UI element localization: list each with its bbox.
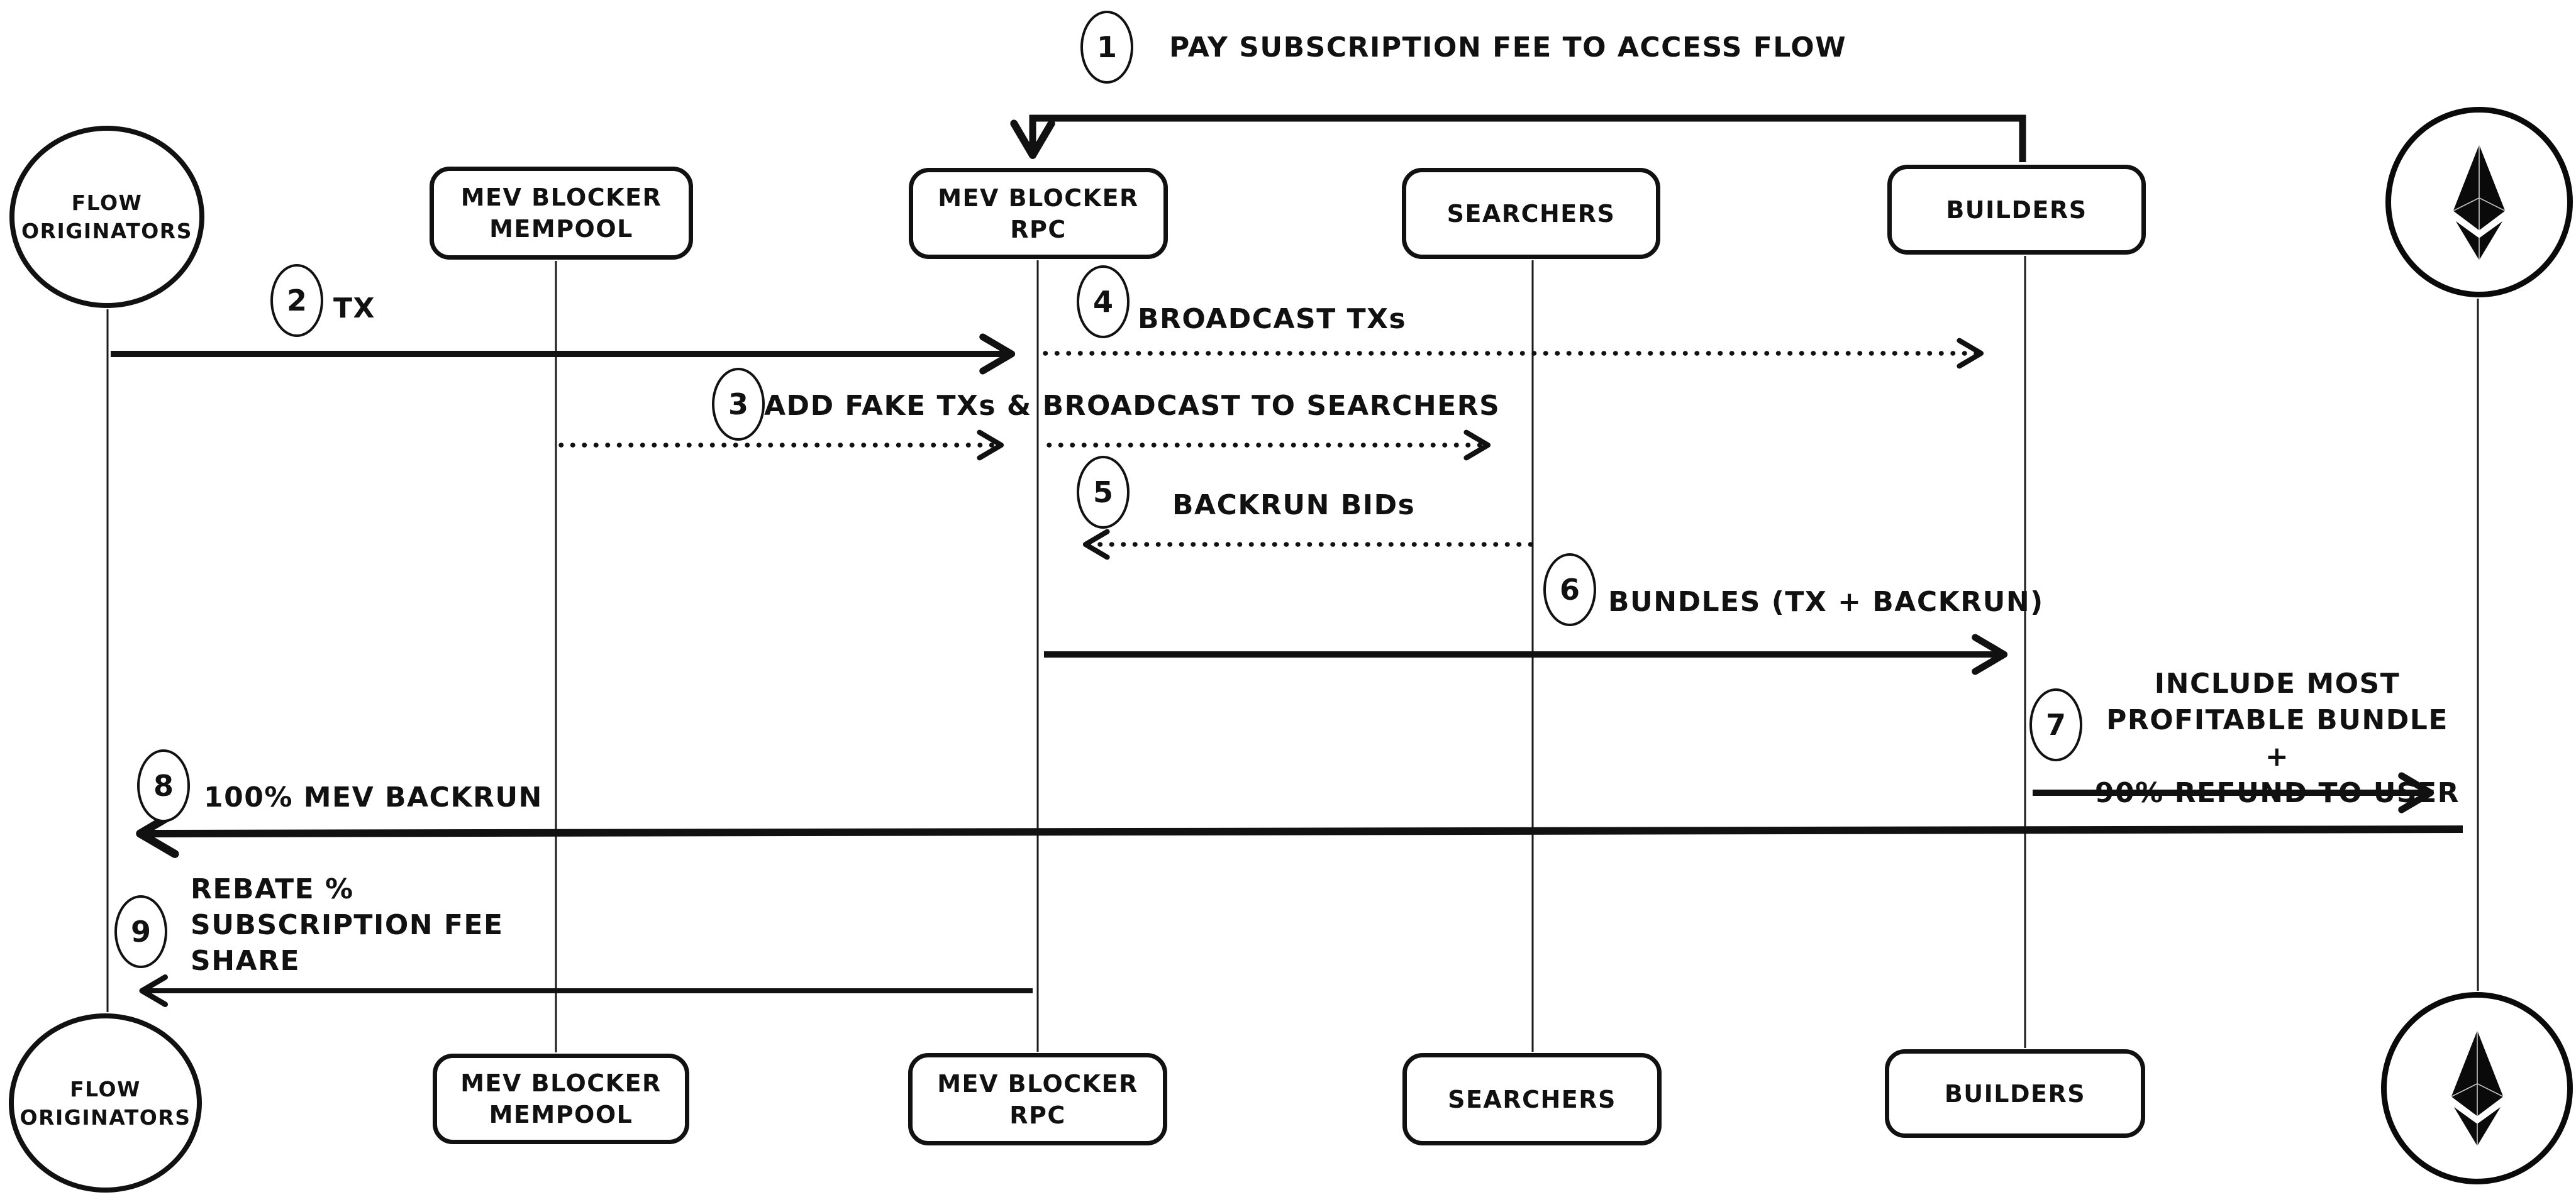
arrow-step-1-pay-subscription	[1010, 114, 2026, 162]
step-number: 9	[130, 915, 151, 949]
actor-flow-originators-top: FLOW ORIGINATORS	[9, 126, 204, 308]
actor-mev-blocker-mempool-bottom: MEV BLOCKER MEMPOOL	[433, 1054, 689, 1144]
step-4-label: BROADCAST TXs	[1138, 303, 1407, 335]
actor-builders-bottom: BUILDERS	[1885, 1049, 2145, 1138]
step-4-badge: 4	[1077, 265, 1130, 338]
actor-label: FLOW ORIGINATORS	[19, 1076, 191, 1130]
step-number: 3	[728, 387, 748, 421]
actor-searchers-bottom: SEARCHERS	[1402, 1053, 1662, 1145]
actor-mev-blocker-rpc-top: MEV BLOCKER RPC	[909, 168, 1168, 259]
actor-label: SEARCHERS	[1448, 1085, 1616, 1113]
step-number: 6	[1559, 573, 1580, 607]
step-2-label: TX	[333, 292, 375, 324]
step-8-badge: 8	[137, 749, 190, 822]
step-5-badge: 5	[1077, 456, 1130, 529]
actor-label: MEV BLOCKER RPC	[938, 184, 1139, 243]
ethereum-logo-icon	[2450, 1030, 2504, 1146]
actor-mev-blocker-rpc-bottom: MEV BLOCKER RPC	[908, 1053, 1167, 1145]
step-9-label: REBATE % SUBSCRIPTION FEE SHARE	[191, 873, 504, 977]
step-3-label: ADD FAKE TXs & BROADCAST TO SEARCHERS	[764, 390, 1501, 422]
actor-label: BUILDERS	[1946, 196, 2087, 224]
actor-label: MEV BLOCKER MEMPOOL	[460, 1069, 662, 1128]
actor-label: MEV BLOCKER RPC	[937, 1069, 1138, 1129]
actor-ethereum-top	[2385, 107, 2573, 297]
actor-label: FLOW ORIGINATORS	[21, 190, 192, 243]
step-5-label: BACKRUN BIDs	[1172, 489, 1416, 521]
actor-label: SEARCHERS	[1446, 199, 1616, 228]
step-6-badge: 6	[1543, 553, 1596, 626]
step-number: 1	[1096, 30, 1117, 64]
step-7-badge: 7	[2029, 688, 2082, 761]
actor-flow-originators-bottom: FLOW ORIGINATORS	[9, 1013, 202, 1193]
actor-label: MEV BLOCKER MEMPOOL	[460, 184, 662, 243]
actor-searchers-top: SEARCHERS	[1402, 168, 1660, 259]
step-number: 7	[2045, 708, 2066, 742]
step-6-label: BUNDLES (TX + BACKRUN)	[1608, 586, 2044, 618]
step-8-label: 100% MEV BACKRUN	[204, 781, 543, 813]
actor-ethereum-bottom	[2381, 992, 2573, 1184]
step-number: 2	[286, 284, 307, 317]
actor-builders-top: BUILDERS	[1887, 165, 2146, 255]
step-number: 8	[153, 769, 174, 803]
step-number: 4	[1092, 285, 1113, 319]
step-1-badge: 1	[1080, 11, 1133, 84]
step-1-label: PAY SUBSCRIPTION FEE TO ACCESS FLOW	[1169, 31, 1847, 63]
step-7-label: INCLUDE MOST PROFITABLE BUNDLE + 90% REF…	[2094, 668, 2460, 809]
actor-label: BUILDERS	[1944, 1079, 2086, 1108]
ethereum-logo-icon	[2453, 144, 2506, 260]
step-number: 5	[1092, 475, 1113, 509]
step-2-badge: 2	[270, 264, 323, 337]
step-9-badge: 9	[114, 895, 167, 968]
actor-mev-blocker-mempool-top: MEV BLOCKER MEMPOOL	[430, 167, 693, 260]
step-3-badge: 3	[712, 368, 765, 441]
arrow-step-8-mev-backrun	[136, 808, 2463, 858]
